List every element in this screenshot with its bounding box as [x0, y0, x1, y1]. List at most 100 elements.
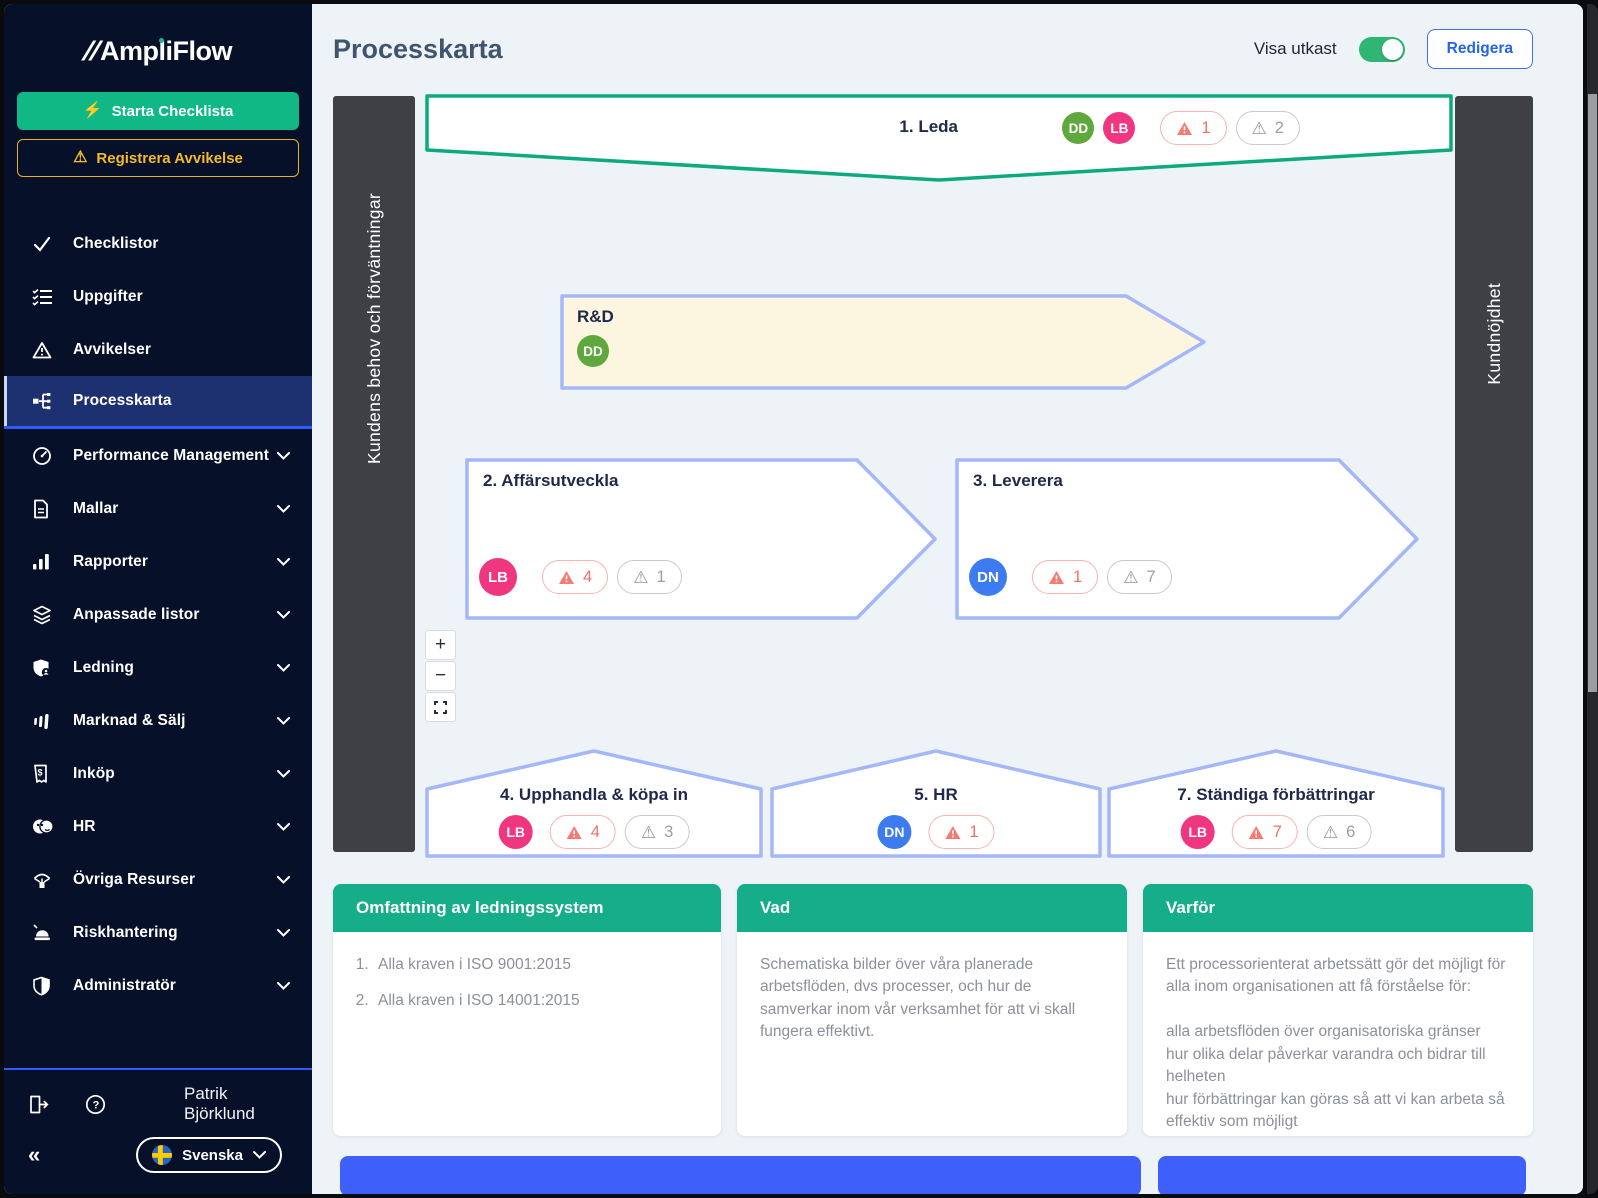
- scrollbar[interactable]: [1587, 4, 1598, 1194]
- sidebar-item-administrator[interactable]: Administratör: [4, 959, 312, 1012]
- lightning-icon: ⚡: [82, 102, 103, 119]
- sidebar-item-inkop[interactable]: $ Inköp: [4, 747, 312, 800]
- process-shape-affarsutveckla[interactable]: 2. Affärsutveckla LB 4 ⚠ 1: [465, 458, 937, 620]
- error-badge[interactable]: 7: [1231, 815, 1298, 849]
- warning-badge[interactable]: ⚠ 1: [617, 560, 682, 594]
- sidebar-item-hr[interactable]: HR: [4, 800, 312, 853]
- chevron-down-icon: [277, 981, 290, 990]
- sidebar-item-performance-management[interactable]: Performance Management: [4, 429, 312, 482]
- warning-badge[interactable]: ⚠ 7: [1107, 560, 1172, 594]
- card-header: Varför: [1143, 884, 1533, 932]
- warning-triangle-icon: ⚠: [640, 822, 657, 842]
- avatar[interactable]: DN: [877, 815, 912, 849]
- show-draft-label: Visa utkast: [1253, 39, 1337, 58]
- marketing-bars-icon: [32, 710, 56, 732]
- customer-needs-bar: Kundens behov och förväntningar: [333, 96, 415, 852]
- show-draft-toggle[interactable]: [1358, 36, 1405, 62]
- error-triangle-icon: [1177, 121, 1193, 135]
- scope-list: Alla kraven i ISO 9001:2015 Alla kraven …: [373, 954, 698, 1013]
- avatar[interactable]: DN: [969, 558, 1007, 596]
- collapse-sidebar-button[interactable]: «: [28, 1142, 40, 1167]
- error-badge[interactable]: 1: [1032, 560, 1099, 594]
- error-badge[interactable]: 4: [542, 560, 609, 594]
- shield-person-icon: [32, 657, 56, 679]
- logo-dot: [159, 38, 164, 43]
- register-deviation-button[interactable]: ⚠ Registrera Avvikelse: [17, 139, 299, 177]
- warning-triangle-icon: ⚠: [1322, 822, 1339, 842]
- process-shape-leda[interactable]: 1. Leda DD LB 1 ⚠ 2: [425, 94, 1453, 184]
- process-shape-hr[interactable]: 5. HR DN 1: [770, 749, 1102, 858]
- start-checklist-button[interactable]: ⚡ Starta Checklista: [17, 92, 299, 130]
- process-shape-standiga-forbattringar[interactable]: 7. Ständiga förbättringar LB 7 ⚠ 6: [1107, 749, 1445, 858]
- error-badge[interactable]: 4: [549, 815, 616, 849]
- warning-triangle-icon: ⚠: [1123, 567, 1139, 587]
- sidebar-item-marknad-salj[interactable]: Marknad & Sälj: [4, 694, 312, 747]
- shape-title: 5. HR: [914, 785, 958, 804]
- sidebar-divider: [4, 1068, 312, 1070]
- language-selector[interactable]: Svenska: [136, 1137, 282, 1173]
- edit-button[interactable]: Redigera: [1426, 29, 1533, 69]
- sidebar-item-rapporter[interactable]: Rapporter: [4, 535, 312, 588]
- zoom-in-button[interactable]: +: [425, 630, 456, 660]
- error-triangle-icon: [559, 570, 574, 584]
- process-shape-upphandla[interactable]: 4. Upphandla & köpa in LB 4 ⚠ 3: [425, 749, 763, 858]
- process-shape-leverera[interactable]: 3. Leverera DN 1 ⚠ 7: [955, 458, 1419, 620]
- card-vad: Vad Schematiska bilder över våra planera…: [737, 884, 1127, 1136]
- sidebar-item-anpassade-listor[interactable]: Anpassade listor: [4, 588, 312, 641]
- avatar[interactable]: LB: [479, 558, 517, 596]
- error-badge[interactable]: 1: [928, 815, 995, 849]
- sidebar-item-mallar[interactable]: Mallar: [4, 482, 312, 535]
- sidebar: // AmpliFlow ⚡ Starta Checklista ⚠ Regis…: [4, 4, 312, 1194]
- info-cards: Omfattning av ledningssystem Alla kraven…: [333, 884, 1533, 1136]
- avatar[interactable]: LB: [1103, 112, 1136, 144]
- lower-card-headers: [333, 1156, 1526, 1194]
- avatar[interactable]: DD: [577, 335, 609, 367]
- logo-text: AmpliFlow: [100, 35, 233, 66]
- chevron-down-icon: [277, 769, 290, 778]
- card-text: Ett processorienterat arbetssätt gör det…: [1166, 956, 1506, 1131]
- zoom-out-button[interactable]: −: [425, 661, 456, 691]
- avatar[interactable]: DD: [1062, 112, 1095, 144]
- sidebar-item-ledning[interactable]: Ledning: [4, 641, 312, 694]
- process-map-canvas[interactable]: Kundens behov och förväntningar Kundnöjd…: [333, 94, 1533, 860]
- fullscreen-icon: [434, 700, 447, 714]
- warning-badge[interactable]: ⚠ 6: [1306, 815, 1372, 849]
- admin-shield-icon: [32, 975, 56, 997]
- sidebar-item-ovriga-resurser[interactable]: Övriga Resurser: [4, 853, 312, 906]
- process-map-icon: [32, 390, 56, 412]
- bar-chart-icon: [32, 551, 56, 573]
- process-shape-rd[interactable]: R&D DD: [560, 294, 1208, 390]
- chevron-down-icon: [277, 504, 290, 513]
- card-header: Omfattning av ledningssystem: [333, 884, 721, 932]
- warning-triangle-icon: ⚠: [1251, 118, 1267, 138]
- card-omfattning: Omfattning av ledningssystem Alla kraven…: [333, 884, 721, 1136]
- shape-title: 2. Affärsutveckla: [483, 471, 619, 490]
- chevron-down-icon: [277, 875, 290, 884]
- sidebar-nav: Checklistor Uppgifter Avvikelser Process…: [4, 217, 312, 1068]
- card-header-blue-2: [1157, 1156, 1526, 1194]
- main-content: Processkarta Visa utkast Redigera Kunden…: [312, 4, 1583, 1194]
- avatar[interactable]: LB: [498, 815, 533, 849]
- sidebar-item-checklistor[interactable]: Checklistor: [4, 217, 312, 270]
- error-triangle-icon: [566, 825, 582, 839]
- error-badge[interactable]: 1: [1160, 111, 1227, 145]
- warning-badge[interactable]: ⚠ 3: [624, 815, 690, 849]
- sidebar-item-riskhantering[interactable]: Riskhantering: [4, 906, 312, 959]
- fullscreen-button[interactable]: [425, 692, 456, 722]
- sidebar-item-uppgifter[interactable]: Uppgifter: [4, 270, 312, 323]
- scrollbar-thumb[interactable]: [1588, 94, 1597, 692]
- sidebar-item-avvikelser[interactable]: Avvikelser: [4, 323, 312, 376]
- logout-icon[interactable]: [28, 1094, 49, 1115]
- help-icon[interactable]: ?: [85, 1094, 106, 1115]
- sidebar-item-processkarta[interactable]: Processkarta: [4, 376, 312, 429]
- card-header: Vad: [737, 884, 1127, 932]
- app: // AmpliFlow ⚡ Starta Checklista ⚠ Regis…: [4, 4, 1583, 1194]
- check-icon: [32, 233, 56, 255]
- customer-satisfaction-bar: Kundnöjdhet: [1455, 96, 1533, 852]
- chevron-down-icon: [277, 716, 290, 725]
- avatar[interactable]: LB: [1180, 815, 1215, 849]
- warning-badge[interactable]: ⚠ 2: [1235, 111, 1300, 145]
- svg-text:$: $: [38, 767, 43, 777]
- customer-needs-label: Kundens behov och förväntningar: [363, 193, 384, 465]
- swedish-flag-icon: [152, 1145, 173, 1165]
